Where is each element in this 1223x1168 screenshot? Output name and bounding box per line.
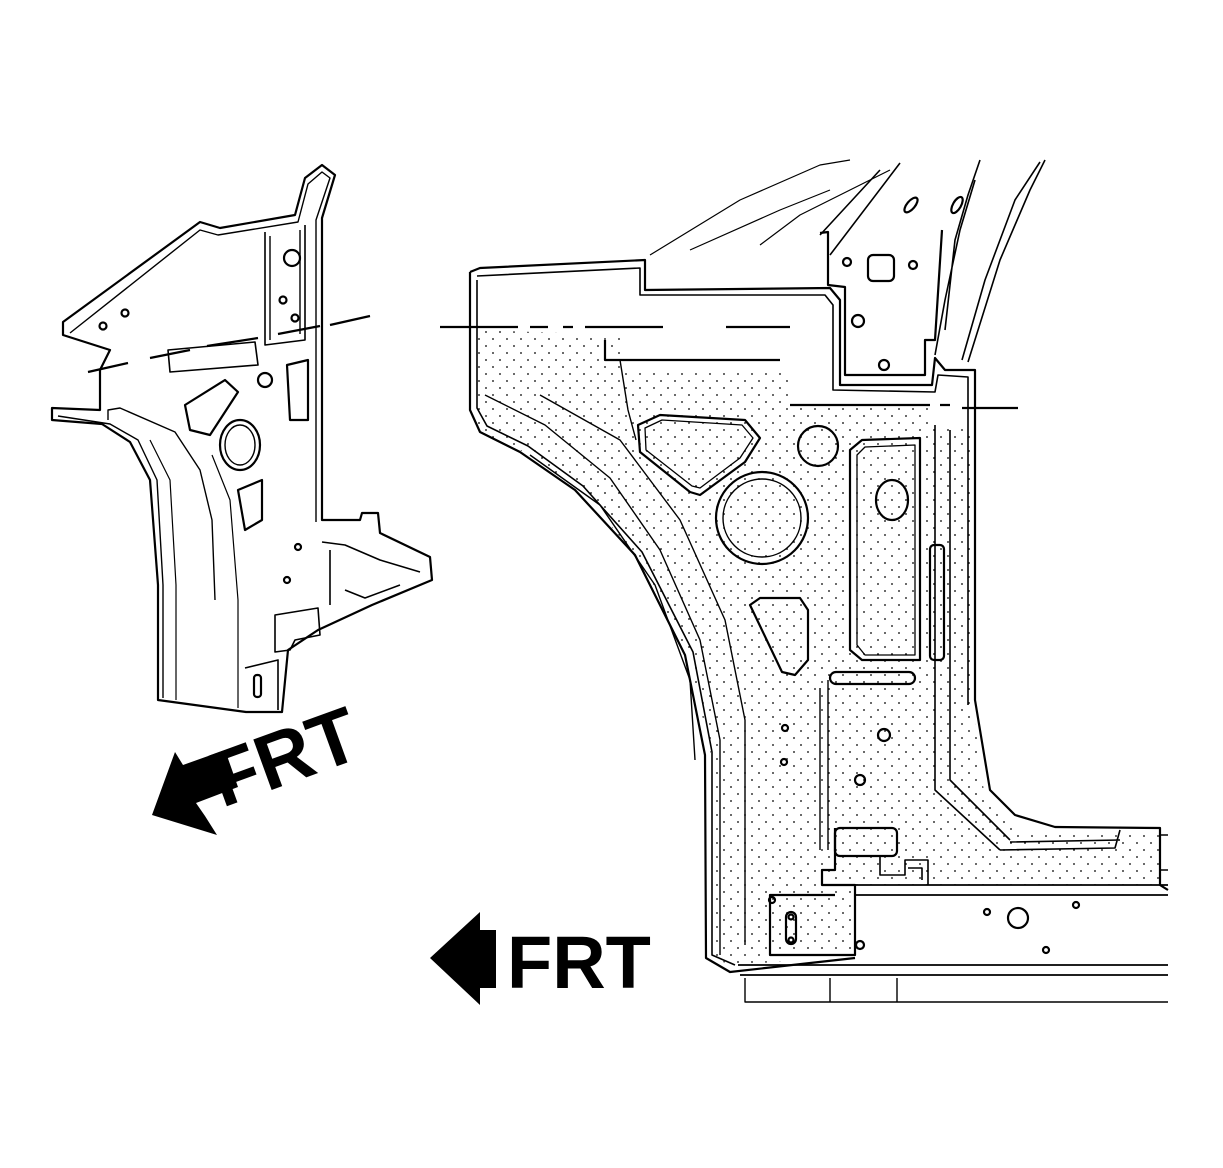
left-panel-outline bbox=[50, 163, 434, 714]
right-section-line bbox=[440, 325, 1018, 410]
highlighted-panel-area bbox=[477, 330, 1160, 965]
right-body-view bbox=[440, 159, 1169, 1003]
left-panel-view bbox=[50, 163, 434, 714]
pillar-reinforcement bbox=[819, 229, 944, 377]
right-frt-label: FRT bbox=[507, 921, 651, 1004]
left-large-cutout bbox=[218, 418, 262, 472]
lower-triangular-cutout bbox=[748, 596, 810, 677]
right-frt-arrow-icon bbox=[430, 912, 496, 1005]
left-frt-arrow-icon bbox=[152, 750, 238, 835]
right-frt-indicator: FRT bbox=[430, 912, 651, 1005]
left-hole-1 bbox=[282, 248, 302, 268]
large-access-hole bbox=[714, 470, 810, 566]
left-section-line bbox=[87, 314, 371, 374]
vertical-reinforcement bbox=[848, 436, 922, 662]
rear-quarter-inner-panel bbox=[469, 258, 1169, 891]
rocker-panel bbox=[738, 884, 1168, 976]
upper-triangular-cutout bbox=[636, 413, 762, 497]
